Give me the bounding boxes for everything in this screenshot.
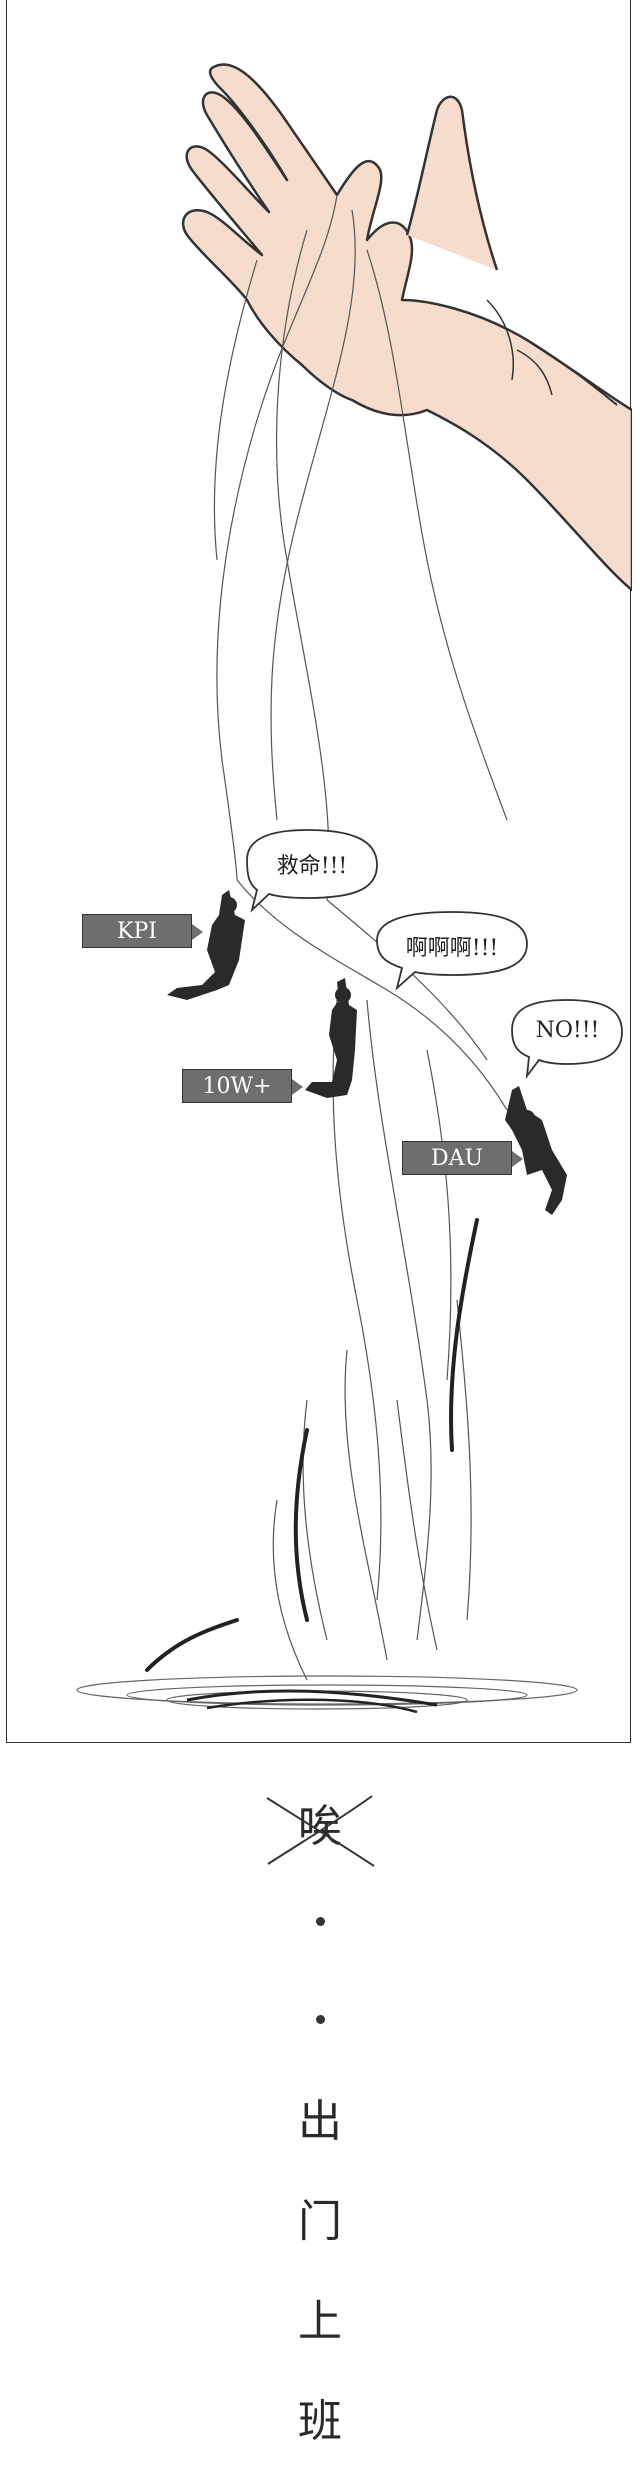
strike-through-mark [266,1795,375,1867]
caption-char-2: 门 [298,2196,342,2247]
tag-dau: DAU [402,1141,523,1175]
tag-kpi: KPI [82,914,203,948]
caption-dot-2: · [316,2015,325,2024]
caption-sigh: 唉 [298,1801,342,1852]
speech-bubbles [246,829,623,1080]
caption-char-3: 上 [298,2296,342,2347]
hair-pile [76,1675,578,1714]
illustration [76,63,632,1714]
bubble-help: 救命!!! [276,854,348,879]
bubble-no: NO!!! [535,1018,600,1043]
caption-char-4: 班 [298,2396,342,2447]
caption-dot-1: · [316,1917,325,1926]
caption-char-1: 出 [298,2096,342,2147]
figure-kpi [167,890,245,1000]
figure-10w [305,978,357,1098]
tag-10w: 10W+ [182,1069,303,1103]
comic-panel: KPI 10W+ DAU 救命!!! 啊啊啊!!! NO!!! [6,0,632,1743]
bubble-ahh: 啊啊啊!!! [405,936,499,961]
hanging-figures [167,890,567,1215]
figure-dau [505,1086,567,1215]
hand-illustration [181,63,632,592]
dark-strands [145,1218,479,1672]
hair-strands [213,194,508,1681]
